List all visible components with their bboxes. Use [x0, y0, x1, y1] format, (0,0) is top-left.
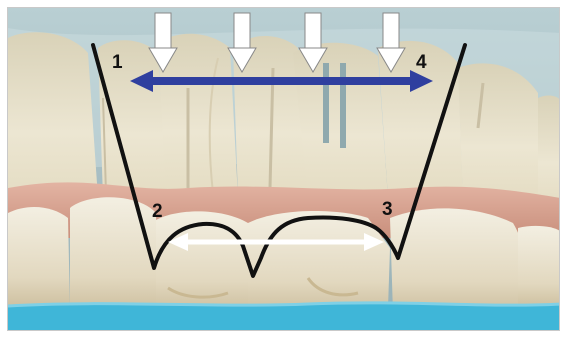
- lower-teeth: [8, 197, 560, 313]
- label-4: 4: [416, 52, 427, 73]
- model-base: [8, 303, 560, 331]
- label-2: 2: [152, 201, 163, 222]
- dental-model-photo: 1 2 3 4: [7, 7, 560, 331]
- label-3: 3: [382, 199, 393, 220]
- label-1: 1: [112, 52, 123, 73]
